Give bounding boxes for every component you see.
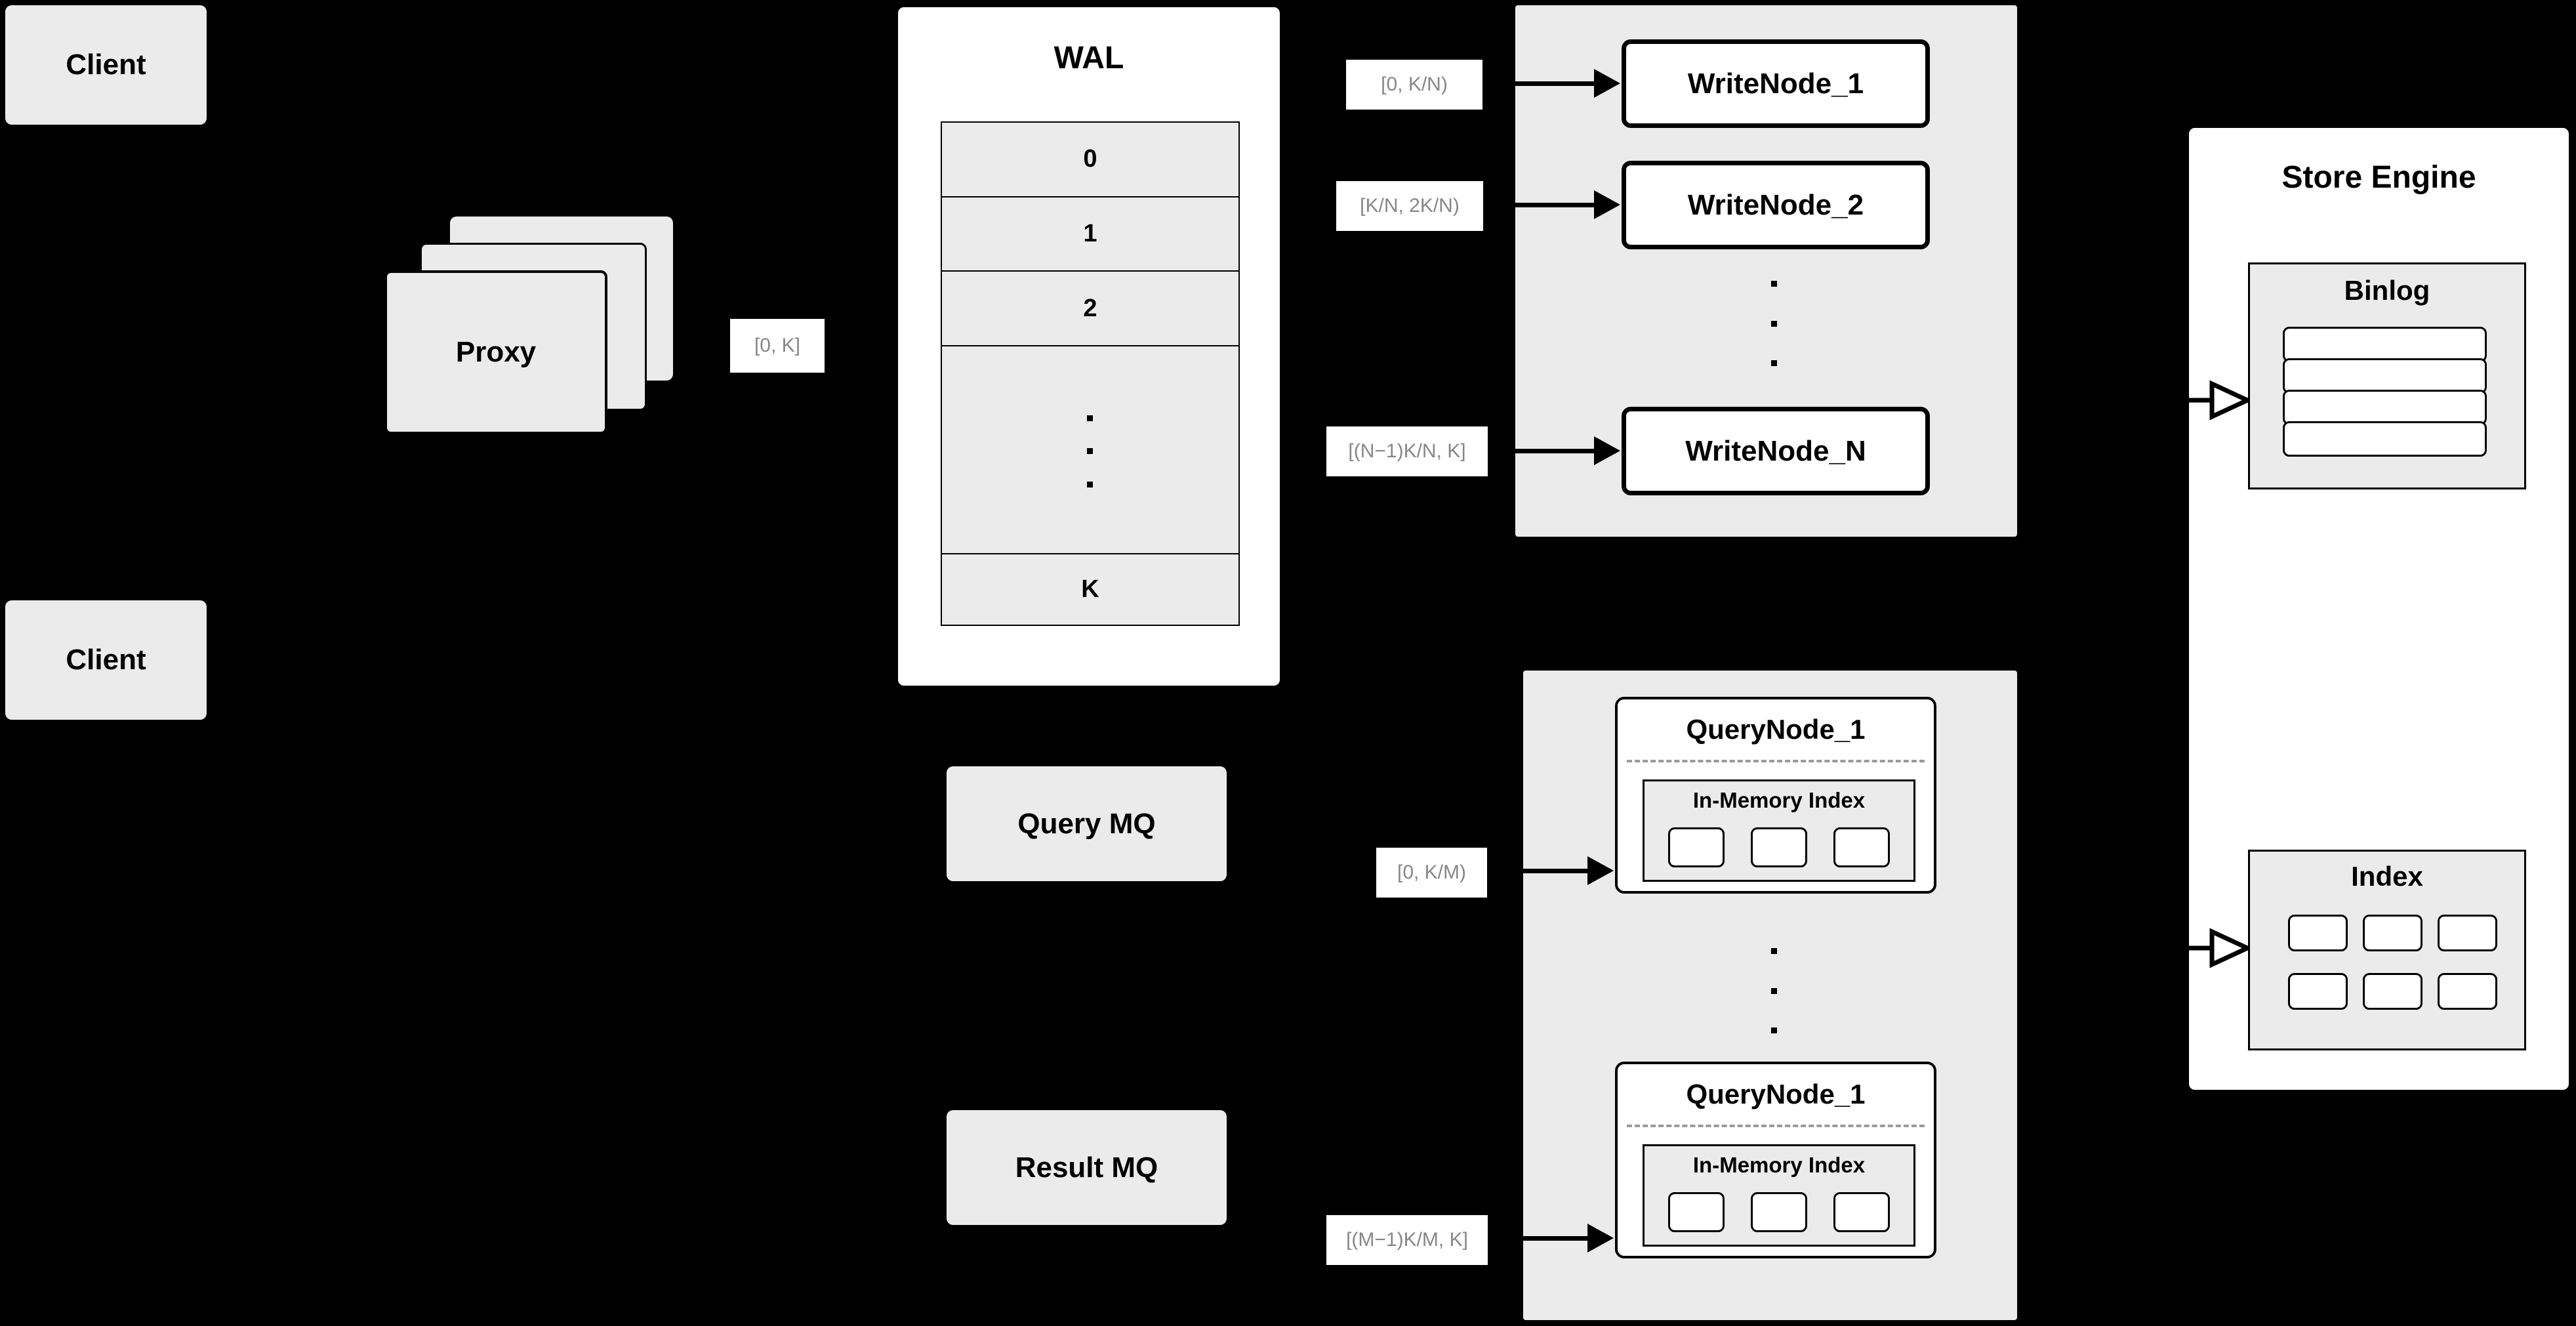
binlog-entry xyxy=(2283,358,2487,394)
range-label-proxy-to-wal: [0, K] xyxy=(730,319,825,373)
store-index-cell xyxy=(2438,973,2497,1010)
index-cell xyxy=(1751,827,1807,867)
arrow-wal-to-write-node-2 xyxy=(1515,203,1597,207)
binlog-panel: Binlog xyxy=(2248,262,2526,489)
store-index-cell xyxy=(2363,915,2423,951)
query-node-m-divider xyxy=(1627,1125,1925,1127)
wal-row: 1 xyxy=(942,197,1238,272)
arrow-mq-to-query-node-1 xyxy=(1523,869,1590,873)
write-node-2-label: WriteNode_2 xyxy=(1687,188,1864,221)
wal-row: 0 xyxy=(942,123,1238,197)
write-node-n-label: WriteNode_N xyxy=(1685,434,1866,467)
store-engine-title: Store Engine xyxy=(2281,160,2476,195)
binlog-entry xyxy=(2283,421,2487,457)
store-index-cell xyxy=(2288,973,2348,1010)
query-node-1-index-title: In-Memory Index xyxy=(1692,788,1866,812)
client-node-2[interactable]: Client xyxy=(5,600,207,720)
binlog-entry xyxy=(2283,327,2487,362)
proxy-node[interactable]: Proxy xyxy=(384,270,607,434)
range-label-wal-to-write-1: [0, K/N) xyxy=(1346,60,1482,110)
store-index-title: Index xyxy=(2351,861,2423,892)
index-cell xyxy=(1668,1192,1725,1232)
query-node-m-in-memory-index: In-Memory Index xyxy=(1643,1144,1915,1247)
index-cell xyxy=(1833,1192,1890,1232)
arrow-head-query-node-m xyxy=(1587,1224,1614,1253)
query-node-1-label: QueryNode_1 xyxy=(1686,714,1866,745)
query-node-1[interactable]: QueryNode_1 In-Memory Index xyxy=(1615,697,1936,894)
query-node-m[interactable]: QueryNode_1 In-Memory Index xyxy=(1615,1062,1936,1258)
result-mq-node[interactable]: Result MQ xyxy=(947,1110,1227,1225)
client-node-2-label: Client xyxy=(66,644,146,676)
wal-row-ellipsis xyxy=(942,346,1238,555)
wal-row: K xyxy=(1081,575,1099,604)
index-cell xyxy=(1668,827,1725,867)
store-index-cell xyxy=(2288,915,2348,951)
result-mq-label: Result MQ xyxy=(1015,1151,1158,1184)
store-index-panel: Index xyxy=(2248,850,2526,1050)
arrow-mq-to-query-node-m xyxy=(1523,1236,1590,1241)
arrow-head-write-node-2 xyxy=(1594,190,1620,219)
write-node-vertical-ellipsis-icon xyxy=(1771,281,1777,366)
index-cell xyxy=(1751,1192,1807,1232)
query-node-vertical-ellipsis-icon xyxy=(1771,948,1777,1033)
arrow-query-to-index xyxy=(2187,928,2250,968)
write-node-1[interactable]: WriteNode_1 xyxy=(1622,39,1930,128)
arrow-head-write-node-n xyxy=(1594,436,1620,465)
arrow-head-query-node-1 xyxy=(1587,856,1614,885)
range-label-mq-to-query-m: [(M−1)K/M, K] xyxy=(1326,1215,1488,1265)
wal-title: WAL xyxy=(1053,41,1124,75)
binlog-title: Binlog xyxy=(2344,275,2430,306)
client-node-1-label: Client xyxy=(66,49,146,81)
binlog-entry xyxy=(2283,390,2487,425)
wal-table: 0 1 2 K xyxy=(941,121,1240,626)
range-label-wal-to-write-2: [K/N, 2K/N) xyxy=(1336,181,1483,231)
query-node-1-divider xyxy=(1627,760,1925,762)
arrow-wal-to-write-node-1 xyxy=(1515,81,1597,86)
store-index-cell xyxy=(2363,973,2423,1010)
write-node-2[interactable]: WriteNode_2 xyxy=(1622,161,1930,249)
query-mq-label: Query MQ xyxy=(1017,807,1156,840)
index-cell xyxy=(1833,827,1890,867)
query-node-m-label: QueryNode_1 xyxy=(1686,1079,1866,1109)
arrow-head-write-node-1 xyxy=(1594,69,1620,98)
client-node-1[interactable]: Client xyxy=(5,5,207,125)
proxy-node-label: Proxy xyxy=(455,336,537,368)
arrow-wal-to-write-node-n xyxy=(1515,449,1597,453)
query-node-1-in-memory-index: In-Memory Index xyxy=(1643,779,1915,882)
range-label-mq-to-query-1: [0, K/M) xyxy=(1376,848,1487,898)
write-node-n[interactable]: WriteNode_N xyxy=(1622,407,1930,495)
arrow-write-to-binlog xyxy=(2187,380,2250,421)
query-node-m-index-title: In-Memory Index xyxy=(1692,1153,1866,1177)
write-node-1-label: WriteNode_1 xyxy=(1687,67,1864,100)
wal-row: 2 xyxy=(942,272,1238,346)
range-label-wal-to-write-n: [(N−1)K/N, K] xyxy=(1326,426,1488,476)
query-mq-node[interactable]: Query MQ xyxy=(947,766,1227,881)
wal-vertical-ellipsis-icon xyxy=(1087,415,1093,487)
store-index-cell xyxy=(2438,915,2497,951)
